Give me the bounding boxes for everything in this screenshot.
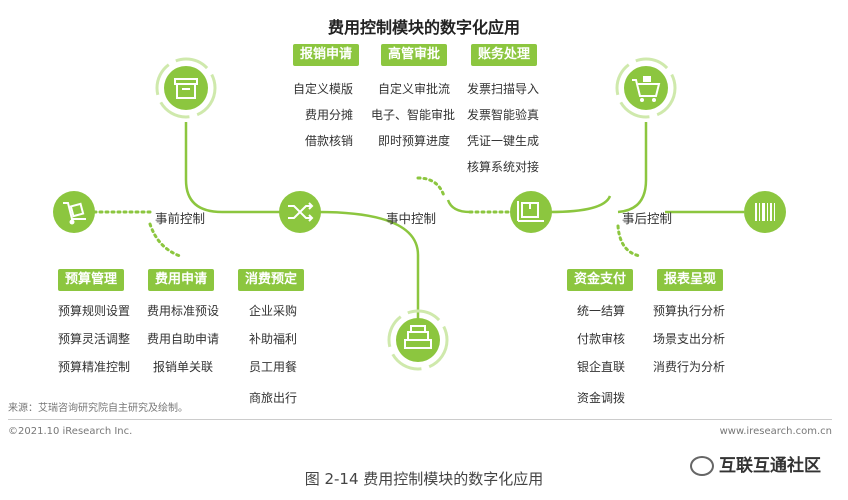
label-executive-approval: 高管审批 (381, 44, 448, 66)
cash-stack-icon (387, 309, 449, 371)
connector-dotted-post-down (616, 224, 642, 258)
copyright: ©2021.10 iResearch Inc. (8, 426, 133, 437)
list-item: 费用自助申请 (147, 332, 220, 346)
list-item: 核算系统对接 (467, 160, 540, 174)
list-item: 商旅出行 (249, 391, 298, 405)
box-icon (155, 57, 217, 119)
list-item: 报销单关联 (153, 360, 214, 374)
connector-dotted-mid-up (416, 176, 446, 198)
source-note: 来源：艾瑞咨询研究院自主研究及绘制。 (8, 403, 188, 414)
label-report-presentation: 报表呈现 (657, 269, 724, 291)
footer-divider (8, 419, 832, 420)
delivery-box-icon (510, 191, 552, 233)
label-budget-management: 预算管理 (58, 269, 125, 291)
list-item: 企业采购 (249, 304, 298, 318)
connector-solid-mid (446, 199, 471, 214)
website-link[interactable]: www.iresearch.com.cn (719, 426, 832, 437)
list-item: 费用分摊 (305, 108, 354, 122)
list-item: 预算灵活调整 (58, 332, 131, 346)
list-item: 统一结算 (577, 304, 626, 318)
label-consumption-booking: 消费预定 (238, 269, 305, 291)
label-fund-payment: 资金支付 (567, 269, 634, 291)
list-item: 自定义审批流 (378, 82, 451, 96)
list-item: 银企直联 (577, 360, 626, 374)
list-item: 凭证一键生成 (467, 134, 540, 148)
watermark: 互联互通社区 (690, 451, 821, 476)
list-item: 消费行为分析 (653, 360, 726, 374)
connector-solid-cash (317, 210, 420, 322)
watermark-text: 互联互通社区 (719, 456, 821, 476)
shopping-cart-icon (615, 57, 677, 119)
list-item: 付款审核 (577, 332, 626, 346)
list-item: 发票智能验真 (467, 108, 540, 122)
diagram-title: 费用控制模块的数字化应用 (327, 18, 520, 37)
list-item: 预算精准控制 (58, 360, 131, 374)
figure-caption: 图 2-14 费用控制模块的数字化应用 (304, 470, 544, 488)
list-item: 借款核销 (305, 134, 354, 148)
list-item: 发票扫描导入 (467, 82, 540, 96)
list-item: 即时预算进度 (378, 134, 451, 148)
list-item: 电子、智能审批 (371, 108, 456, 122)
list-item: 费用标准预设 (147, 304, 220, 318)
list-item: 自定义模版 (293, 82, 354, 96)
label-expense-claim: 报销申请 (293, 44, 360, 66)
label-expense-application: 费用申请 (148, 269, 215, 291)
list-item: 场景支出分析 (653, 332, 726, 346)
connector-solid-cart-top (617, 122, 648, 214)
stage-mid-control: 事中控制 (386, 211, 437, 226)
connector-dotted-pre-down (148, 222, 182, 258)
list-item: 预算执行分析 (653, 304, 726, 318)
list-item: 预算规则设置 (58, 304, 131, 318)
hand-truck-icon (53, 191, 95, 233)
chat-bubble-icon (690, 456, 714, 476)
connector-solid-post (549, 195, 612, 214)
label-accounting: 账务处理 (471, 44, 538, 66)
stage-post-control: 事后控制 (622, 211, 673, 226)
list-item: 员工用餐 (249, 360, 298, 374)
stage-pre-control: 事前控制 (155, 211, 206, 226)
connector-solid-box (184, 122, 282, 214)
barcode-icon (744, 191, 786, 233)
list-item: 资金调拨 (577, 391, 626, 405)
shuffle-icon (279, 191, 321, 233)
list-item: 补助福利 (249, 332, 298, 346)
